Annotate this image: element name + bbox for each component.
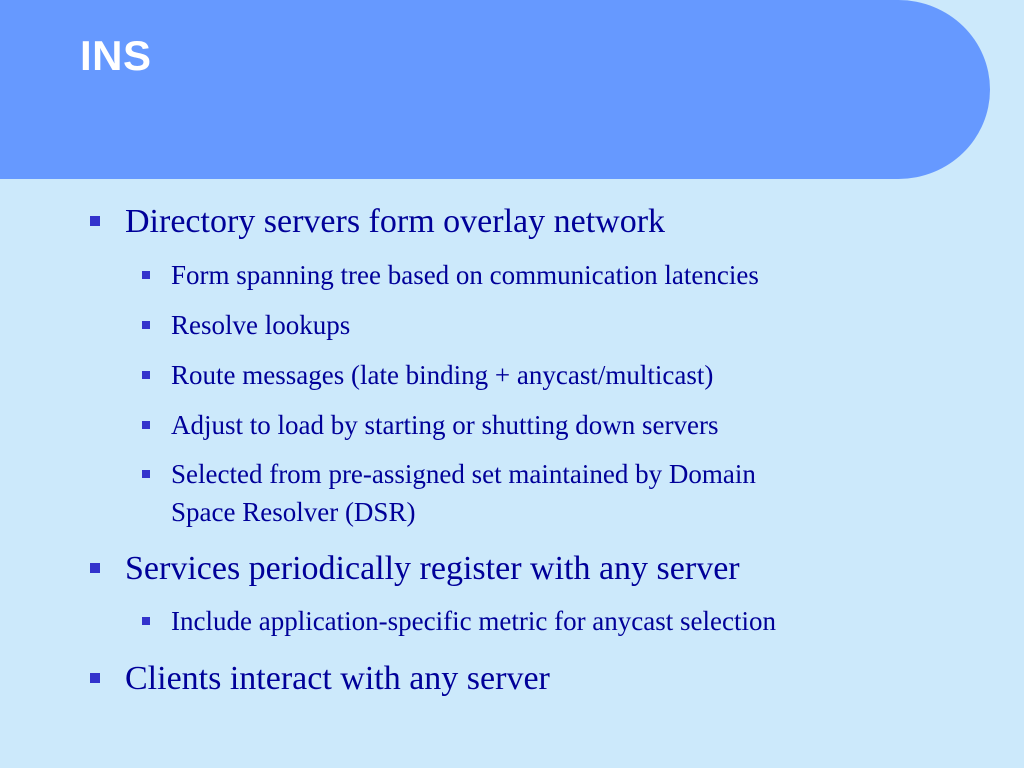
bullet-text: Selected from pre-assigned set maintaine… xyxy=(171,459,756,489)
square-bullet-icon xyxy=(90,563,100,573)
square-bullet-icon xyxy=(142,421,150,429)
bullet-text: Services periodically register with any … xyxy=(125,550,740,587)
bullet-text: Clients interact with any server xyxy=(125,660,550,697)
square-bullet-icon xyxy=(142,321,150,329)
square-bullet-icon xyxy=(142,271,150,279)
bullet-text: Form spanning tree based on communicatio… xyxy=(171,260,759,290)
square-bullet-icon xyxy=(142,470,150,478)
square-bullet-icon xyxy=(142,617,150,625)
title-banner: INS xyxy=(0,0,990,179)
bullet-application-metric: Include application-specific metric for … xyxy=(142,604,776,639)
bullet-selected-from-set-continued: Space Resolver (DSR) xyxy=(171,495,415,530)
square-bullet-icon xyxy=(142,371,150,379)
square-bullet-icon xyxy=(90,216,100,226)
bullet-clients-interact: Clients interact with any server xyxy=(90,659,550,699)
square-bullet-icon xyxy=(90,673,100,683)
bullet-text: Directory servers form overlay network xyxy=(125,203,666,240)
slide-title: INS xyxy=(80,32,152,79)
bullet-text: Resolve lookups xyxy=(171,310,351,340)
bullet-text: Route messages (late binding + anycast/m… xyxy=(171,360,714,390)
bullet-selected-from-set: Selected from pre-assigned set maintaine… xyxy=(142,457,756,492)
bullet-text: Adjust to load by starting or shutting d… xyxy=(171,410,719,440)
bullet-services-register: Services periodically register with any … xyxy=(90,549,740,589)
bullet-adjust-load: Adjust to load by starting or shutting d… xyxy=(142,408,719,443)
bullet-directory-servers: Directory servers form overlay network xyxy=(90,202,666,242)
bullet-text: Space Resolver (DSR) xyxy=(171,497,416,527)
bullet-text: Include application-specific metric for … xyxy=(171,606,776,636)
bullet-spanning-tree: Form spanning tree based on communicatio… xyxy=(142,258,759,293)
bullet-route-messages: Route messages (late binding + anycast/m… xyxy=(142,358,714,393)
bullet-resolve-lookups: Resolve lookups xyxy=(142,308,351,343)
